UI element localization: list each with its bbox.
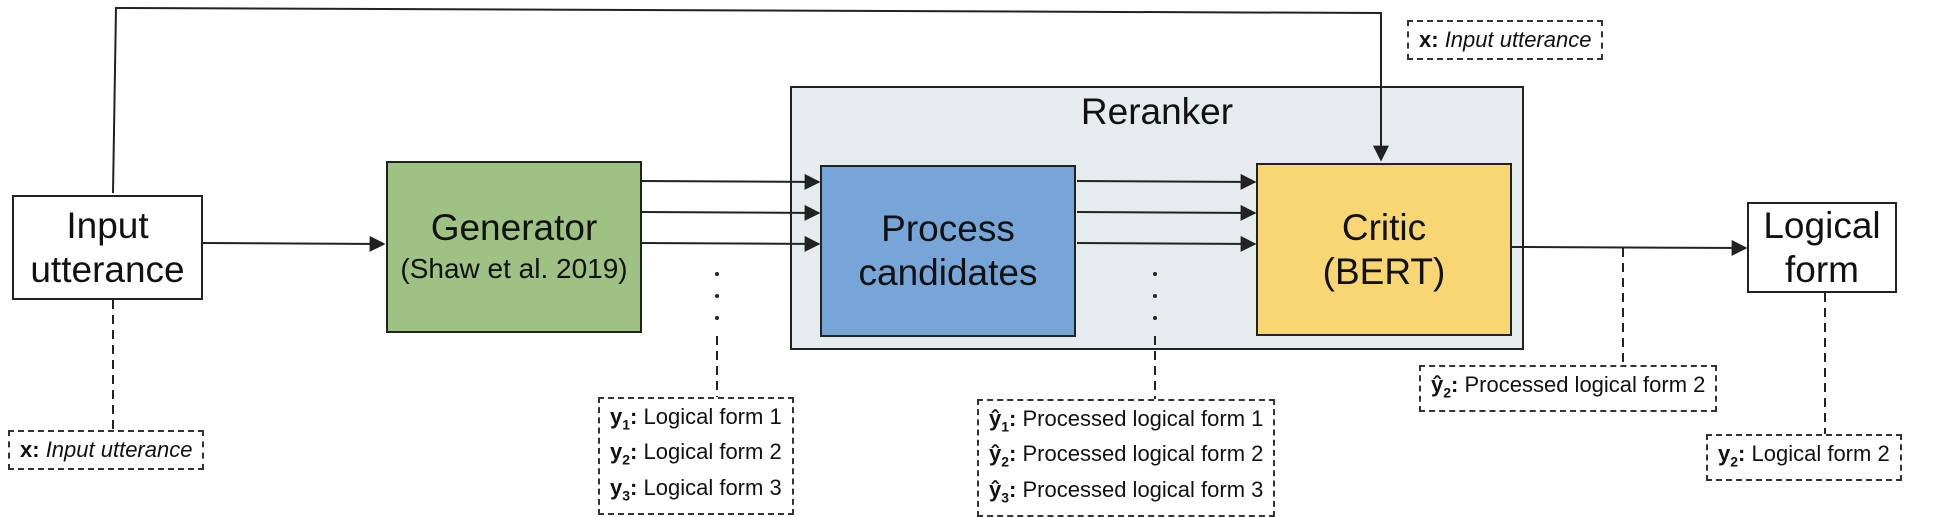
x-bottom-text: Input utterance bbox=[45, 437, 193, 462]
yhat2-symbol: ŷ bbox=[1431, 372, 1444, 397]
yhat-list-item: ŷ3: Processed logical form 3 bbox=[989, 476, 1264, 506]
y-symbol: y bbox=[610, 474, 623, 500]
critic-node-line2: (BERT) bbox=[1322, 250, 1446, 292]
input-to-critic-edge bbox=[112, 6, 1389, 194]
generator-to-process-edge-3 bbox=[640, 235, 821, 252]
ellipsis-generator bbox=[715, 272, 719, 320]
x-bottom-note: x: Input utterance bbox=[8, 430, 205, 470]
yhat-list-note: ŷ1: Processed logical form 1 ŷ2: Process… bbox=[977, 399, 1276, 517]
yhat2-subscript: 2 bbox=[1443, 384, 1452, 401]
y2-subscript: 2 bbox=[1730, 453, 1739, 470]
ellipsis-process bbox=[1153, 272, 1157, 320]
yhat-subscript: 2 bbox=[1001, 453, 1010, 470]
yhat-subscript: 1 bbox=[1001, 418, 1010, 435]
y2-symbol: y bbox=[1718, 441, 1731, 466]
x-top-note: x: Input utterance bbox=[1407, 20, 1604, 60]
y-subscript: 1 bbox=[622, 416, 631, 433]
critic-node: Critic (BERT) bbox=[1256, 163, 1512, 336]
y-symbol: y bbox=[610, 404, 623, 429]
reranker-title: Reranker bbox=[1080, 91, 1234, 132]
y-text: Logical form 3 bbox=[643, 474, 782, 500]
yhat-symbol: ŷ bbox=[989, 406, 1002, 431]
process-to-critic-edge-3 bbox=[1076, 235, 1257, 252]
yhat-list-item: ŷ1: Processed logical form 1 bbox=[989, 406, 1264, 435]
y-text: Logical form 2 bbox=[643, 439, 782, 465]
yhat2-text: Processed logical form 2 bbox=[1464, 372, 1706, 397]
y-list-item: y3: Logical form 3 bbox=[610, 474, 782, 504]
y-list-item: y2: Logical form 2 bbox=[610, 439, 782, 468]
y2-text: Logical form 2 bbox=[1751, 441, 1890, 466]
x-top-text: Input utterance bbox=[1444, 27, 1592, 52]
input-node-line1: Input bbox=[66, 204, 149, 246]
process-candidates-node: Process candidates bbox=[820, 165, 1076, 337]
generator-to-process-edge-1 bbox=[640, 173, 821, 190]
y-subscript: 2 bbox=[622, 451, 631, 468]
input-to-generator-edge bbox=[202, 235, 386, 252]
critic-node-line1: Critic bbox=[1341, 206, 1427, 248]
x-bottom-symbol: x: bbox=[20, 437, 40, 462]
y-symbol: y bbox=[610, 439, 623, 465]
generator-node: Generator (Shaw et al. 2019) bbox=[386, 161, 642, 333]
yhat-symbol: ŷ bbox=[989, 476, 1002, 502]
yhat-text: Processed logical form 3 bbox=[1022, 476, 1264, 502]
y-list-note: y1: Logical form 1 y2: Logical form 2 y3… bbox=[598, 397, 794, 516]
y-list-item: y1: Logical form 1 bbox=[610, 404, 782, 433]
input-utterance-node: Input utterance bbox=[12, 195, 203, 300]
yhat-list-item: ŷ2: Processed logical form 2 bbox=[989, 441, 1264, 470]
process-node-line2: candidates bbox=[858, 252, 1038, 293]
process-node-line1: Process bbox=[881, 208, 1015, 249]
logical-form-node: Logical form bbox=[1747, 202, 1897, 293]
yhat-subscript: 3 bbox=[1001, 489, 1010, 506]
process-to-critic-edge-1 bbox=[1076, 173, 1257, 190]
generator-to-process-edge-2 bbox=[640, 204, 821, 221]
x-top-symbol: x: bbox=[1419, 27, 1439, 52]
critic-to-logical-edge bbox=[1510, 239, 1748, 256]
input-node-line2: utterance bbox=[30, 248, 185, 290]
process-to-critic-edge-2 bbox=[1076, 204, 1257, 221]
y-subscript: 3 bbox=[622, 487, 631, 504]
yhat-text: Processed logical form 1 bbox=[1022, 406, 1264, 431]
yhat2-note: ŷ2: Processed logical form 2 bbox=[1419, 365, 1718, 413]
yhat-text: Processed logical form 2 bbox=[1022, 441, 1264, 467]
logical-node-line2: form bbox=[1785, 248, 1859, 290]
logical-node-line1: Logical bbox=[1763, 204, 1881, 246]
y-text: Logical form 1 bbox=[643, 404, 782, 429]
yhat-symbol: ŷ bbox=[989, 441, 1002, 467]
y2-note: y2: Logical form 2 bbox=[1706, 434, 1902, 482]
generator-node-line1: Generator bbox=[430, 207, 598, 248]
generator-node-line2: (Shaw et al. 2019) bbox=[400, 253, 628, 284]
